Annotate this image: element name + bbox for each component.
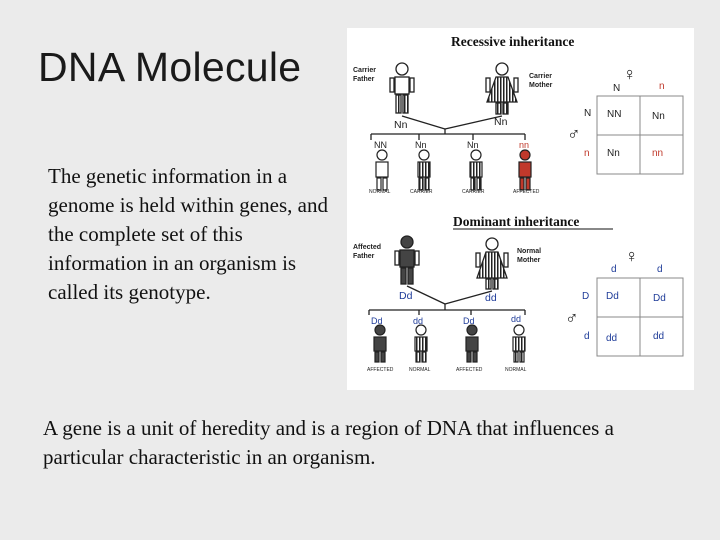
dominant-punnett-square: ♀ ♂ d d D d Dd Dd dd dd	[565, 246, 684, 357]
dominant-child-2-genotype: dd	[413, 316, 423, 326]
dominant-mother-figure	[475, 237, 509, 290]
recessive-father-label-line1: Carrier	[353, 67, 376, 74]
recessive-child-4: nn AFFECTED	[513, 140, 540, 195]
recessive-father-figure	[389, 62, 415, 114]
dominant-child-4-genotype: dd	[511, 314, 521, 324]
dominant-mother-genotype: dd	[485, 292, 497, 304]
recessive-cell-2-1: Nn	[607, 148, 620, 159]
dominant-cell-1-2: Dd	[653, 293, 666, 304]
dominant-child-1-status: AFFECTED	[367, 367, 394, 373]
dominant-child-3: Dd AFFECTED	[456, 316, 483, 373]
recessive-child-4-status: AFFECTED	[513, 189, 540, 195]
dominant-col-header-1: d	[611, 264, 617, 275]
recessive-mother-genotype: Nn	[494, 116, 508, 128]
recessive-cell-1-2: Nn	[652, 111, 665, 122]
dominant-child-4: dd NORMAL	[505, 314, 527, 373]
dominant-male-symbol: ♂	[565, 308, 579, 328]
recessive-child-1: NN NORMAL	[369, 140, 391, 195]
genotype-paragraph: The genetic information in a genome is h…	[48, 164, 328, 304]
recessive-col-header-2: n	[659, 81, 665, 92]
recessive-punnett-square: ♀ ♂ N n N n NN Nn Nn nn	[567, 64, 684, 175]
recessive-pedigree-lines	[370, 115, 526, 140]
dominant-father-genotype: Dd	[399, 290, 413, 302]
recessive-father-label-line2: Father	[353, 76, 375, 83]
recessive-title: Recessive inheritance	[451, 34, 574, 49]
recessive-mother-label-line2: Mother	[529, 82, 553, 89]
recessive-child-1-status: NORMAL	[369, 189, 391, 195]
inheritance-diagram: Recessive inheritance Carrier Father Nn …	[347, 28, 694, 390]
recessive-male-symbol: ♂	[567, 124, 581, 144]
dominant-child-1-genotype: Dd	[371, 316, 383, 326]
dominant-cell-2-2: dd	[653, 331, 664, 342]
recessive-child-1-genotype: NN	[374, 140, 387, 150]
recessive-female-symbol: ♀	[623, 64, 637, 84]
dominant-child-3-status: AFFECTED	[456, 367, 483, 373]
dominant-father-label-line1: Affected	[353, 244, 381, 251]
dominant-cell-1-1: Dd	[606, 291, 619, 302]
dominant-title: Dominant inheritance	[453, 214, 579, 229]
recessive-child-2-status: CARRIER	[410, 189, 433, 195]
recessive-mother-figure	[485, 62, 519, 115]
dominant-child-2: dd NORMAL	[409, 316, 431, 373]
recessive-mother-label-line1: Carrier	[529, 73, 552, 80]
slide-title: DNA Molecule	[38, 44, 302, 90]
gene-definition-paragraph: A gene is a unit of heredity and is a re…	[43, 416, 614, 469]
recessive-child-3: Nn CARRIER	[462, 140, 485, 195]
dominant-row-header-2: d	[584, 331, 590, 342]
recessive-child-2: Nn CARRIER	[410, 140, 433, 195]
recessive-child-2-genotype: Nn	[415, 140, 427, 150]
recessive-child-3-status: CARRIER	[462, 189, 485, 195]
recessive-col-header-1: N	[613, 83, 620, 94]
dominant-mother-label-line2: Mother	[517, 257, 541, 264]
dominant-father-figure	[394, 235, 420, 285]
dominant-cell-2-1: dd	[606, 333, 617, 344]
dominant-pedigree-lines	[368, 285, 526, 315]
recessive-row-header-2: n	[584, 148, 590, 159]
dominant-col-header-2: d	[657, 264, 663, 275]
recessive-cell-1-1: NN	[607, 109, 621, 120]
dominant-child-3-genotype: Dd	[463, 316, 475, 326]
recessive-father-genotype: Nn	[394, 119, 408, 131]
recessive-row-header-1: N	[584, 108, 591, 119]
dominant-row-header-1: D	[582, 291, 589, 302]
recessive-child-3-genotype: Nn	[467, 140, 479, 150]
dominant-father-label-line2: Father	[353, 253, 375, 260]
recessive-cell-2-2: nn	[652, 148, 663, 159]
dominant-female-symbol: ♀	[625, 246, 639, 266]
dominant-mother-label-line1: Normal	[517, 248, 541, 255]
dominant-child-1: Dd AFFECTED	[367, 316, 394, 373]
dominant-child-4-status: NORMAL	[505, 367, 527, 373]
recessive-child-4-genotype: nn	[519, 140, 529, 150]
dominant-child-2-status: NORMAL	[409, 367, 431, 373]
